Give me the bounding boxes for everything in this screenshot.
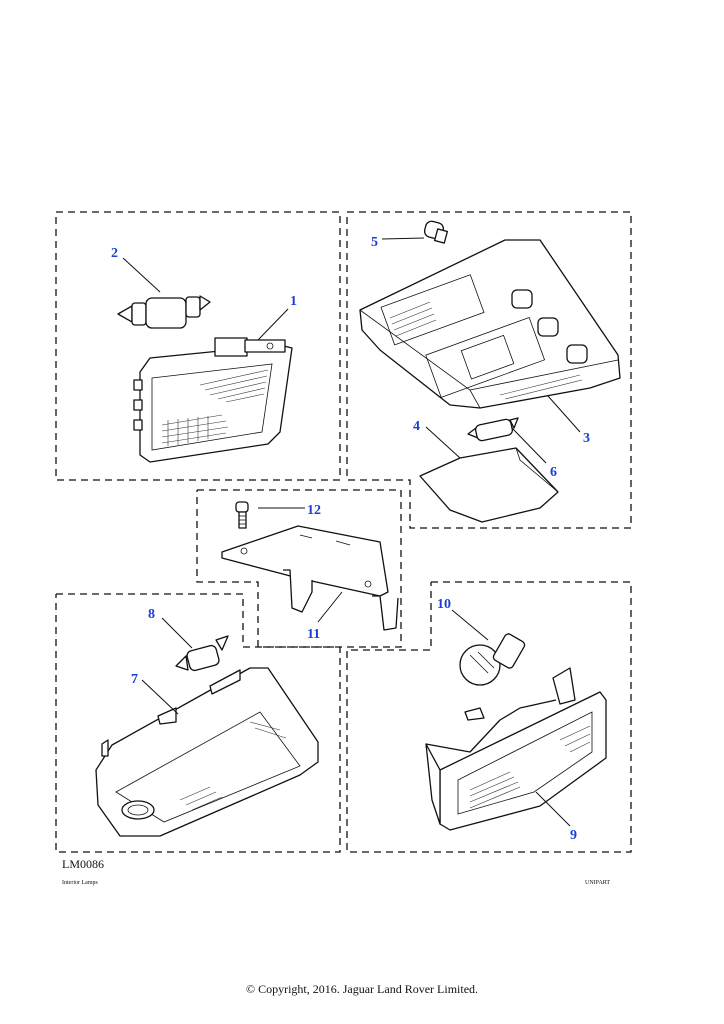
- callout-4: 4: [413, 419, 420, 434]
- screw-12: [235, 501, 249, 529]
- festoon-bulb-8: [175, 635, 229, 672]
- lens-4: [419, 447, 559, 523]
- diagram-reference: LM0086: [62, 857, 104, 871]
- callout-1: 1: [290, 294, 297, 309]
- console-grille: [389, 301, 583, 400]
- copyright-notice: © Copyright, 2016. Jaguar Land Rover Lim…: [245, 982, 479, 996]
- callout-7: 7: [131, 672, 138, 687]
- lens-hatching-7: [179, 721, 287, 811]
- callout-8: 8: [148, 607, 155, 622]
- festoon-bulb-6: [467, 417, 519, 442]
- interior-lamp-7: [95, 667, 319, 837]
- lens-hatching-9: [469, 725, 591, 809]
- group-box-top-right: [346, 211, 632, 529]
- leader-lines: [122, 237, 581, 827]
- callout-6: 6: [550, 465, 557, 480]
- callout-9: 9: [570, 828, 577, 843]
- callout-11: 11: [307, 627, 320, 642]
- interior-lamp-1: [133, 337, 293, 463]
- overhead-console-3: [359, 239, 621, 409]
- interior-lamp-9: [425, 667, 607, 831]
- brand-label: UNIPART: [585, 880, 611, 886]
- group-boxes: [55, 211, 632, 853]
- callout-2: 2: [111, 246, 118, 261]
- callout-3: 3: [583, 431, 590, 446]
- callout-12: 12: [307, 503, 321, 518]
- diagram-caption: Interior Lamps: [62, 880, 98, 886]
- glass-bulb-10: [459, 633, 526, 686]
- wedge-bulb-5: [423, 220, 449, 244]
- callout-10: 10: [437, 597, 451, 612]
- bracket-11: [221, 525, 399, 631]
- lens-hatching-1: [161, 369, 269, 446]
- callouts: 1 2 3 4 5 6 7 8 9 10 11 12: [111, 235, 590, 843]
- callout-5: 5: [371, 235, 378, 250]
- festoon-bulb-2: [117, 295, 211, 329]
- group-box-bottom-left: [55, 593, 341, 853]
